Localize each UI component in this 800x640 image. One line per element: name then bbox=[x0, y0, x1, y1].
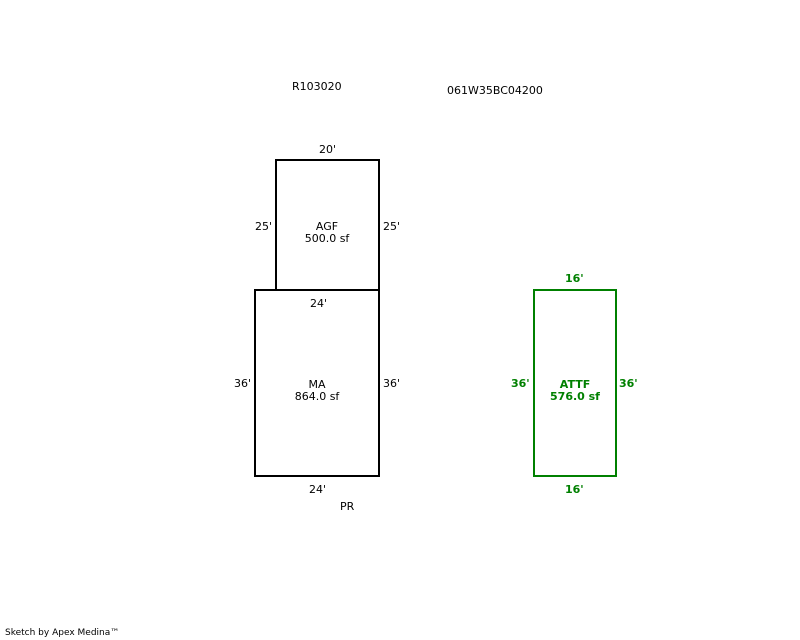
ma-outline bbox=[254, 289, 380, 477]
ma-area: 864.0 sf bbox=[294, 390, 340, 403]
map-tax-lot: 061W35BC04200 bbox=[447, 84, 543, 97]
agf-dim-left: 25' bbox=[255, 220, 273, 233]
attf-dim-left: 36' bbox=[511, 377, 530, 390]
attf-area: 576.0 sf bbox=[550, 390, 600, 403]
attf-name: ATTF bbox=[559, 378, 591, 391]
ma-label: MA 864.0 sf bbox=[277, 379, 357, 403]
ma-dim-right: 36' bbox=[383, 377, 401, 390]
agf-label: AGF 500.0 sf bbox=[287, 221, 367, 245]
agf-dim-right: 25' bbox=[383, 220, 401, 233]
account-id: R103020 bbox=[292, 80, 342, 93]
sketch-credit: Sketch by Apex Medina™ bbox=[5, 628, 120, 638]
agf-area: 500.0 sf bbox=[304, 232, 350, 245]
attf-label: ATTF 576.0 sf bbox=[535, 379, 615, 403]
agf-name: AGF bbox=[315, 220, 339, 233]
attf-outline bbox=[533, 289, 617, 477]
agf-dim-top: 20' bbox=[319, 143, 337, 156]
ma-dim-top: 24' bbox=[310, 297, 328, 310]
ma-note: PR bbox=[340, 500, 355, 513]
ma-name: MA bbox=[308, 378, 326, 391]
ma-dim-bottom: 24' bbox=[309, 483, 327, 496]
attf-dim-bottom: 16' bbox=[565, 483, 584, 496]
ma-dim-left: 36' bbox=[234, 377, 252, 390]
attf-dim-right: 36' bbox=[619, 377, 638, 390]
attf-dim-top: 16' bbox=[565, 272, 584, 285]
